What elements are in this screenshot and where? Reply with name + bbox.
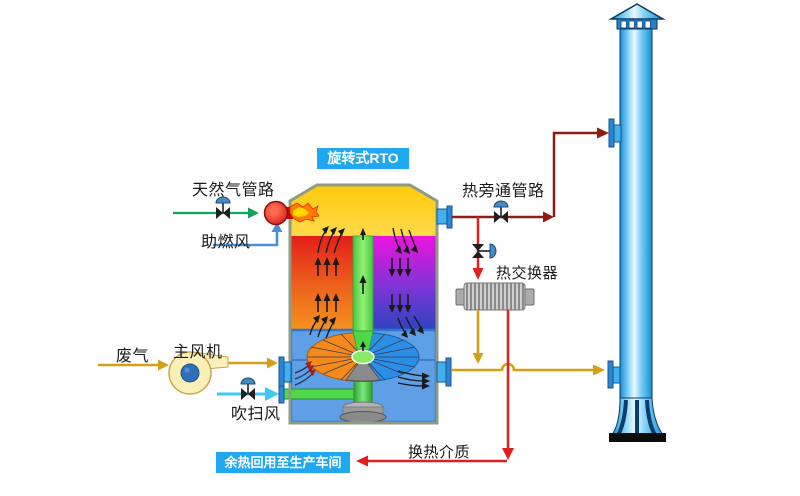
rto-shell — [288, 183, 439, 425]
curved-arrows-inlet — [294, 361, 316, 386]
heat-exchanger — [455, 282, 535, 311]
chimney-cap — [608, 3, 666, 20]
waste-gas-line — [98, 357, 278, 371]
hx-outlet-line — [472, 310, 484, 364]
heat-exchanger-label: 热交换器 — [496, 265, 559, 282]
curved-arrows-top — [317, 226, 418, 254]
hx-feed-valve — [472, 243, 497, 259]
rto-outlet-flange-right — [436, 357, 452, 387]
rotor-green-sector — [352, 330, 374, 351]
chimney-body — [619, 28, 653, 399]
rto-outlet-flange-top — [436, 205, 453, 229]
heat-medium-label: 换热介质 — [408, 444, 471, 461]
hx-feed-line — [472, 217, 484, 280]
burner — [263, 200, 293, 226]
hot-bypass-label: 热旁通管路 — [462, 183, 545, 200]
rotary-distributor — [306, 330, 420, 383]
waste-gas-label: 废气 — [116, 348, 150, 365]
rotor-gray-sector — [345, 356, 381, 382]
flow-arrows-right-down — [388, 258, 412, 313]
chimney-top-inlet-flange — [608, 118, 622, 148]
main-fan-label: 主风机 — [173, 344, 223, 361]
curved-arrows-bottom — [309, 315, 424, 339]
combustion-chamber — [290, 185, 437, 236]
natural-gas-line — [173, 207, 259, 219]
chimney-base-plate — [609, 433, 666, 442]
flow-arrows-left-up — [314, 257, 340, 312]
purge-pipe — [283, 388, 359, 400]
curved-arrows-outlet — [397, 370, 430, 390]
flow-arrows-center-up — [359, 228, 367, 294]
natural-gas-label: 天然气管路 — [192, 182, 275, 199]
rto-purge-flange-left — [278, 385, 285, 404]
rotor-pedestal — [339, 401, 387, 423]
regenerator-left — [290, 236, 353, 330]
purge-air-valve — [240, 377, 256, 400]
natural-gas-valve — [215, 196, 231, 219]
rotor-hub — [351, 349, 375, 365]
heat-medium-line — [356, 310, 514, 467]
purge-air-label: 吹扫风 — [231, 406, 281, 423]
rto-unit — [278, 183, 453, 425]
fan-hub — [180, 363, 200, 383]
main-fan — [168, 351, 229, 395]
heat-reuse-badge: 余热回用至生产车间 — [216, 452, 350, 473]
chimney — [607, 3, 666, 442]
bypass-valve — [493, 200, 509, 223]
flame — [289, 202, 320, 223]
hot-bypass-line — [452, 127, 609, 223]
combustion-air-label: 助燃风 — [201, 234, 251, 251]
rto-inlet-flange-left — [278, 356, 292, 388]
combustion-air-line — [213, 222, 283, 247]
chimney-bottom-inlet-flange — [607, 360, 621, 389]
rto-title-badge: 旋转式RTO — [317, 148, 409, 169]
clean-gas-line — [452, 362, 605, 376]
